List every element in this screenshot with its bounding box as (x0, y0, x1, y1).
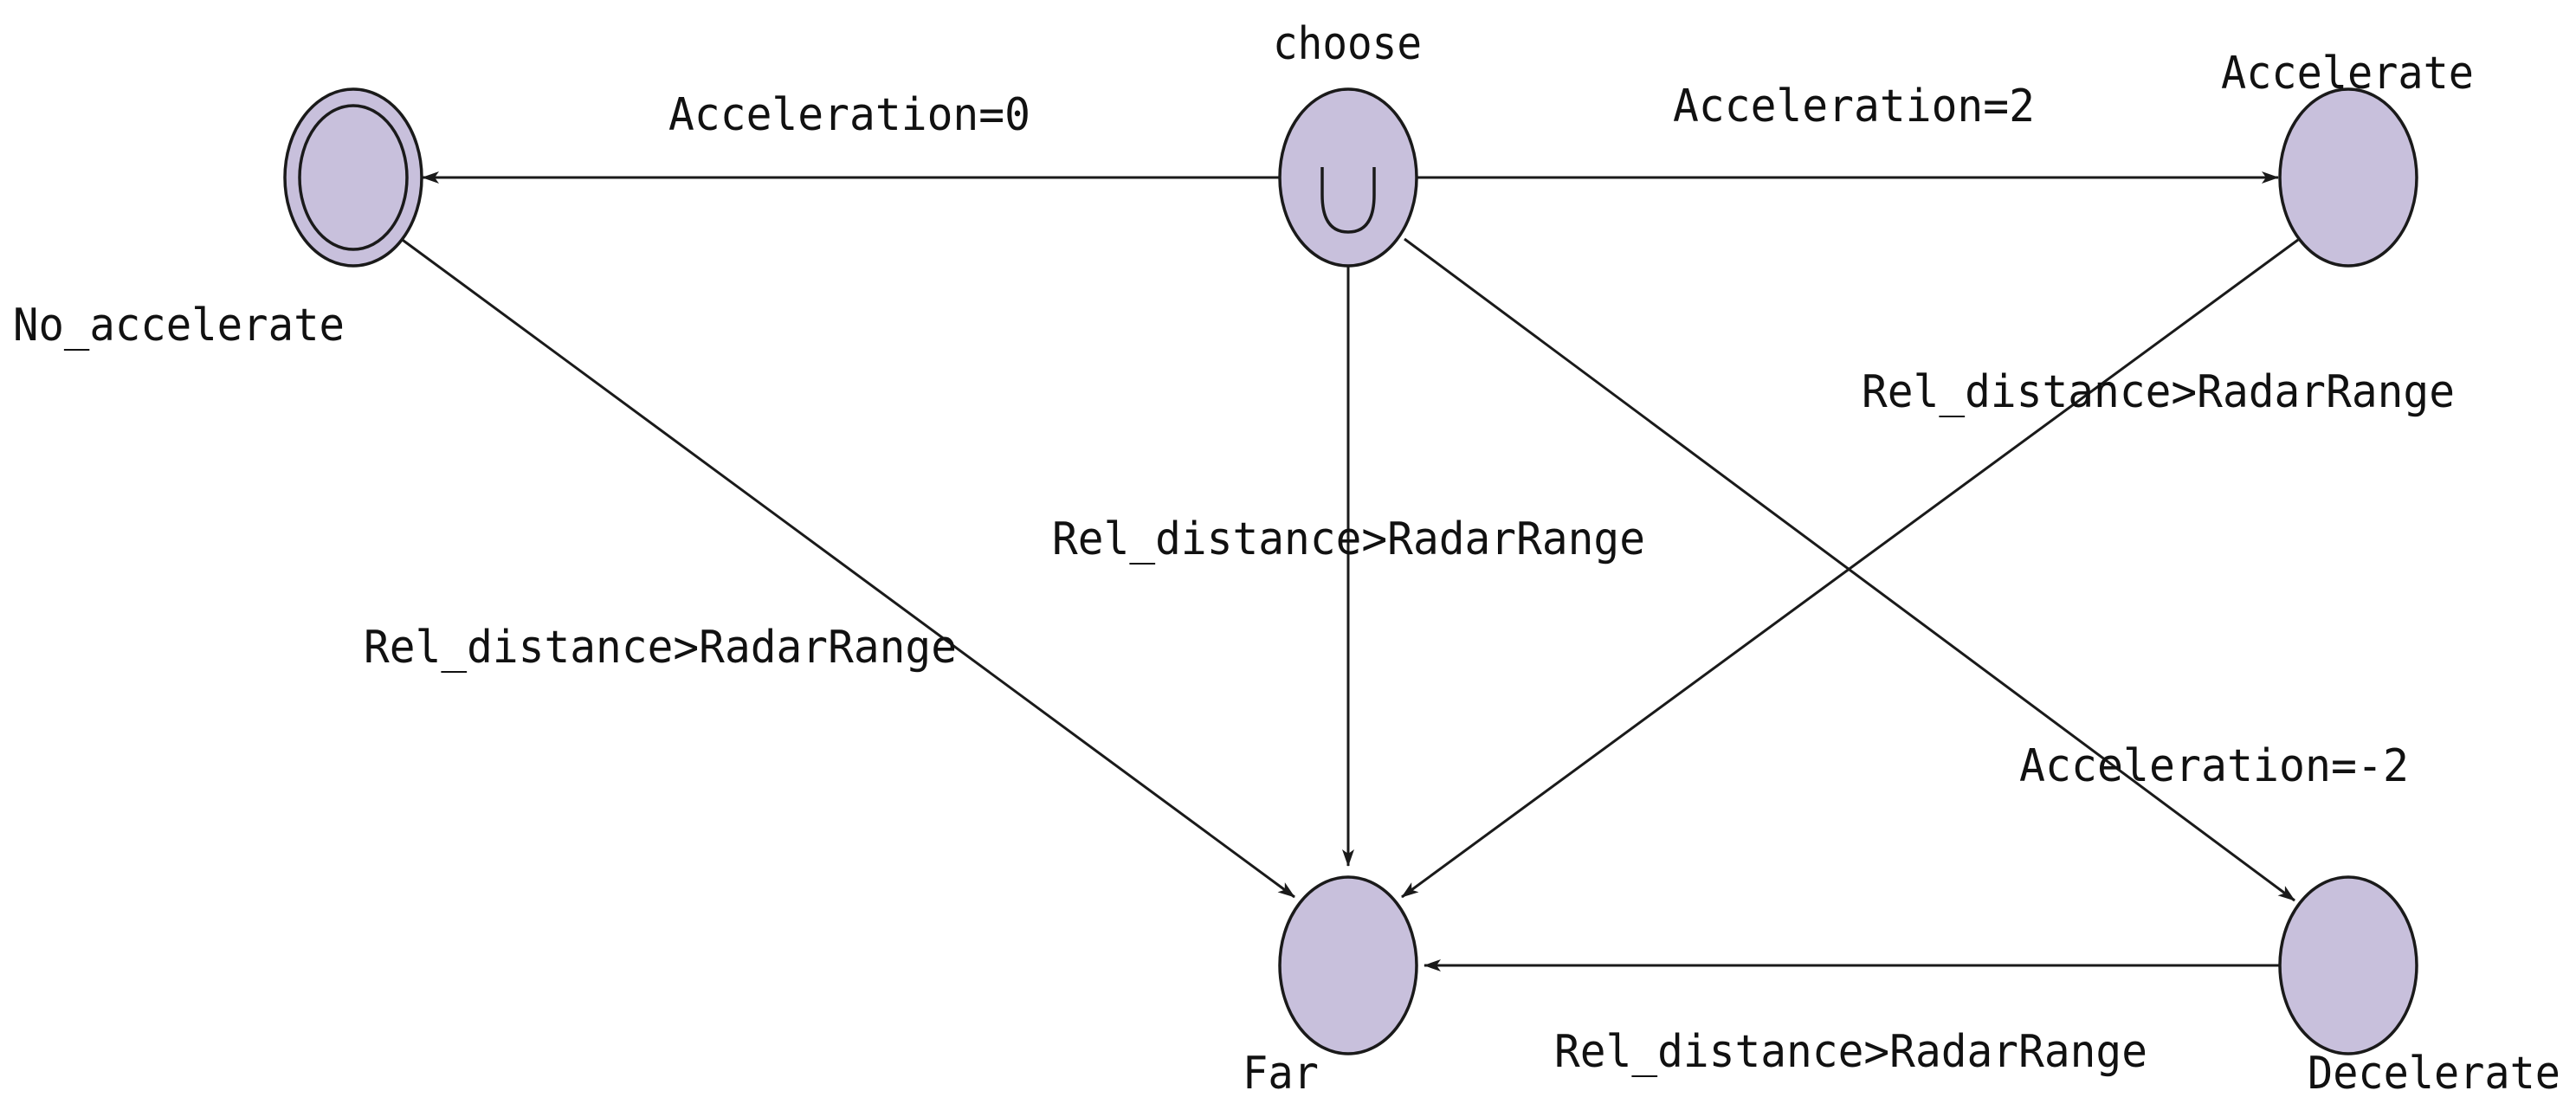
state-label-far: Far (1243, 1048, 1319, 1100)
state-no-accelerate[interactable] (283, 87, 423, 268)
edge-no-accelerate-to-far (399, 236, 1295, 899)
guard-label-choose-to-decelerate: Acceleration=-2 (2019, 740, 2409, 792)
guard-label-no-accelerate-to-far: Rel_distance>RadarRange (364, 622, 957, 674)
state-labels: No_accelerate choose Accelerate Far Dece… (13, 18, 2560, 1100)
guard-label-choose-to-accelerate: Acceleration=2 (1673, 81, 2035, 132)
state-label-accelerate: Accelerate (2221, 48, 2474, 100)
guard-label-choose-to-no-accelerate: Acceleration=0 (668, 89, 1030, 141)
state-accelerate-circle (2278, 87, 2418, 268)
guard-labels: Acceleration=0 Acceleration=2 Rel_distan… (364, 81, 2455, 1078)
state-label-decelerate: Decelerate (2308, 1048, 2560, 1100)
guard-label-choose-to-far: Rel_distance>RadarRange (1052, 513, 1645, 565)
state-far[interactable] (1278, 875, 1418, 1055)
state-decelerate-circle (2278, 875, 2418, 1055)
state-far-circle (1278, 875, 1418, 1055)
guard-label-decelerate-to-far: Rel_distance>RadarRange (1554, 1026, 2147, 1078)
state-no-accelerate-inner-ring (298, 104, 409, 251)
state-label-choose: choose (1273, 18, 1422, 70)
state-choose-circle (1278, 87, 1418, 268)
state-choose[interactable] (1278, 87, 1418, 268)
choice-symbol-icon (1320, 167, 1376, 234)
guard-label-accelerate-to-far: Rel_distance>RadarRange (1862, 366, 2455, 418)
state-label-no-accelerate: No_accelerate (13, 300, 345, 352)
state-decelerate[interactable] (2278, 875, 2418, 1055)
transitions (399, 171, 2299, 971)
states (283, 87, 2418, 1055)
state-no-accelerate-outer-ring (283, 87, 423, 268)
state-accelerate[interactable] (2278, 87, 2418, 268)
edge-accelerate-to-far (1401, 238, 2299, 899)
